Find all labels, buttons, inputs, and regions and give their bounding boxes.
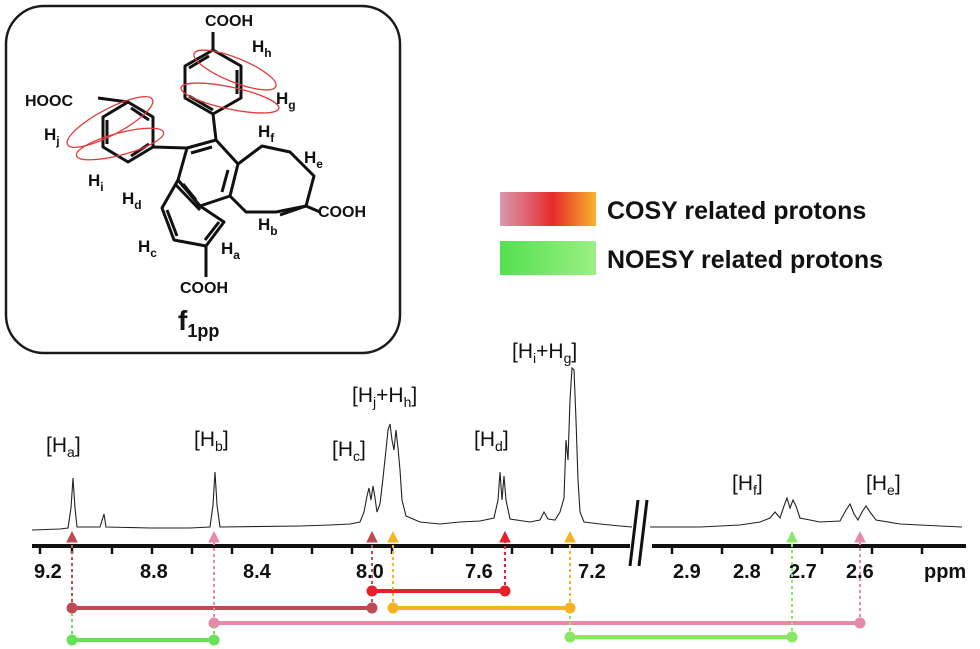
tick-label-2-8: 2.8 — [733, 561, 761, 583]
peak-label-hj-hh: [Hj+Hh] — [352, 384, 417, 410]
peak-label-hb: [Hb] — [194, 428, 229, 454]
axis-unit-label: ppm — [924, 561, 966, 583]
tick-label-8-4: 8.4 — [243, 561, 272, 583]
cosy-connector-hc-hd — [366, 530, 511, 597]
tick-label-7-6: 7.6 — [465, 561, 493, 583]
cosy-connector-hb-he — [208, 530, 866, 629]
cosy-connector-ha-hc — [66, 530, 378, 614]
tick-label-7-2: 7.2 — [578, 561, 606, 583]
compound-name: f1pp — [178, 305, 219, 341]
spectrum-trace-left — [31, 366, 633, 531]
proton-label-c: Hc — [138, 237, 157, 260]
axis-break-mark-1 — [628, 499, 640, 567]
correlation-connectors — [66, 530, 866, 646]
proton-label-b: Hb — [258, 215, 278, 238]
structure-frame — [4, 4, 402, 355]
axis-ticks — [38, 546, 924, 554]
cosy-connector-hjh-hig — [387, 530, 576, 614]
axis-break-mark-2 — [637, 499, 649, 567]
nmr-spectrum: 9.2 8.8 8.4 8.0 7.6 7.2 2.9 2.8 2.7 2.6 … — [31, 340, 966, 583]
proton-label-e: He — [304, 148, 323, 171]
proton-label-a: Ha — [221, 239, 240, 262]
legend: COSY related protons NOESY related proto… — [500, 192, 883, 275]
proton-label-g: Hg — [276, 89, 296, 112]
proton-label-h: Hh — [252, 37, 272, 60]
legend-swatch-noesy — [500, 241, 596, 275]
structure-panel: COOH HOOC COOH COOH Hh Hg Hf He Hj Hi Hd… — [4, 4, 402, 355]
legend-label-noesy: NOESY related protons — [607, 246, 883, 274]
peak-label-hi-hg: [Hi+Hg] — [512, 340, 577, 366]
proton-label-j: Hj — [44, 125, 60, 148]
cooh-left-label: HOOC — [25, 93, 73, 110]
tick-label-8-0: 8.0 — [356, 561, 384, 583]
tick-label-8-8: 8.8 — [140, 561, 168, 583]
proton-highlight-ellipses — [66, 49, 280, 161]
tick-label-2-9: 2.9 — [673, 561, 701, 583]
peak-label-hc: [Hc] — [332, 438, 366, 464]
cooh-top-label: COOH — [205, 13, 253, 30]
cooh-bottom-label: COOH — [180, 280, 228, 297]
noesy-connector-hig-hf — [564, 530, 798, 643]
peak-label-he: [He] — [866, 472, 901, 498]
peak-label-ha: [Ha] — [46, 434, 81, 460]
tick-label-9-2: 9.2 — [34, 561, 62, 583]
noesy-connector-ha-hb — [66, 612, 220, 646]
tick-label-2-7: 2.7 — [789, 561, 817, 583]
cooh-right-label: COOH — [318, 204, 366, 221]
spectrum-trace-right — [650, 496, 963, 528]
peak-label-hd: [Hd] — [474, 428, 509, 454]
proton-label-d: Hd — [122, 189, 142, 212]
proton-label-f: Hf — [258, 122, 275, 145]
legend-label-cosy: COSY related protons — [607, 197, 866, 225]
proton-label-i: Hi — [88, 171, 104, 194]
peak-label-hf: [Hf] — [732, 472, 763, 498]
legend-swatch-cosy — [500, 192, 596, 226]
